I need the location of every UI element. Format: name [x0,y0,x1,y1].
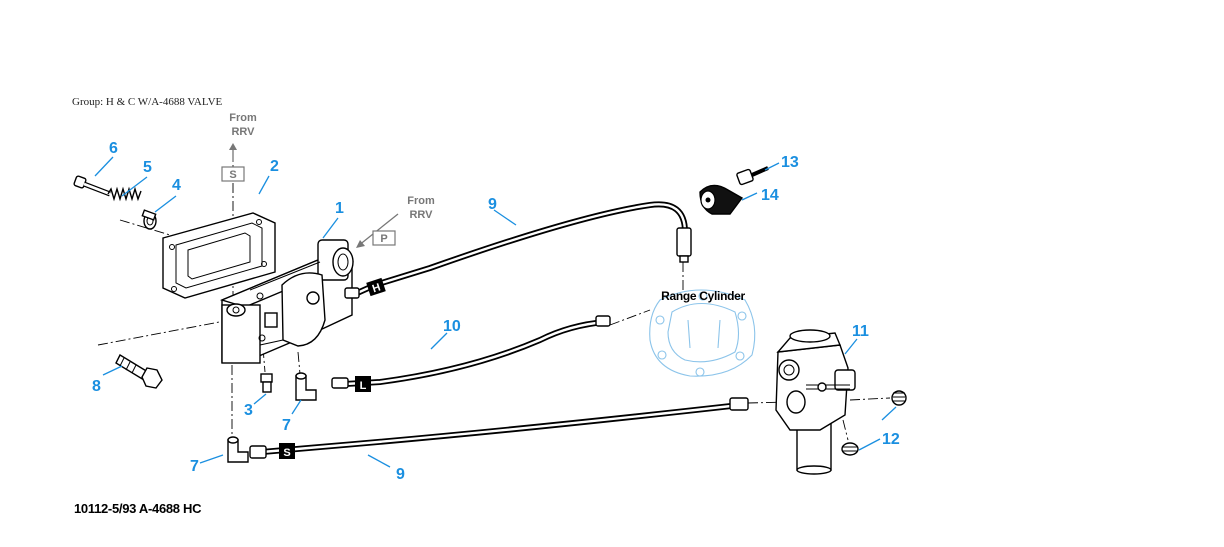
gasket-plate [162,212,276,299]
callout-8: 8 [92,378,101,395]
hose-h-upper: H [344,201,692,299]
range-cylinder-label: Range Cylinder [661,289,745,303]
callout-9-upper: 9 [488,196,497,213]
plugs [841,390,907,456]
fittings [227,372,317,463]
port-box-p: P [380,233,387,245]
from-rrv-right-line2: RRV [409,209,433,221]
callout-3: 3 [244,402,253,419]
range-cylinder-outline [649,289,756,377]
bolt [115,354,163,389]
callout-13: 13 [781,154,799,171]
clamp-and-screw [699,166,769,215]
from-rrv-top: From RRV S [221,112,257,182]
hose-tag-s: S [283,447,290,459]
from-rrv-right: From RRV P [356,195,435,248]
hose-l: L [331,315,611,392]
callout-7-left: 7 [190,458,199,475]
hose-s-lower: S [249,397,749,459]
leader-lines [94,156,897,468]
callout-14: 14 [761,187,779,204]
callout-9-lower: 9 [396,466,405,483]
callout-7-right: 7 [282,417,291,434]
callout-4: 4 [172,177,181,194]
group-title: Group: H & C W/A-4688 VALVE [72,96,223,108]
hose-tag-h: H [371,281,382,295]
callout-6: 6 [109,140,118,157]
footer-code: 10112-5/93 A-4688 HC [74,501,202,516]
callout-numbers: 6 5 4 2 1 9 10 8 3 7 7 9 11 12 13 14 [92,140,900,483]
callout-5: 5 [143,159,152,176]
callout-11: 11 [852,323,869,340]
port-box-s: S [229,169,236,181]
callout-1: 1 [335,200,344,217]
valve-body [219,239,355,364]
callout-12: 12 [882,431,900,448]
from-rrv-top-line1: From [229,112,257,124]
callout-10: 10 [443,318,461,335]
valve-assembly [775,329,856,475]
callout-2: 2 [270,158,279,175]
hose-tag-l: L [360,380,367,392]
screw-spring-washer [73,175,157,230]
from-rrv-top-line2: RRV [231,126,255,138]
from-rrv-right-line1: From [407,195,435,207]
